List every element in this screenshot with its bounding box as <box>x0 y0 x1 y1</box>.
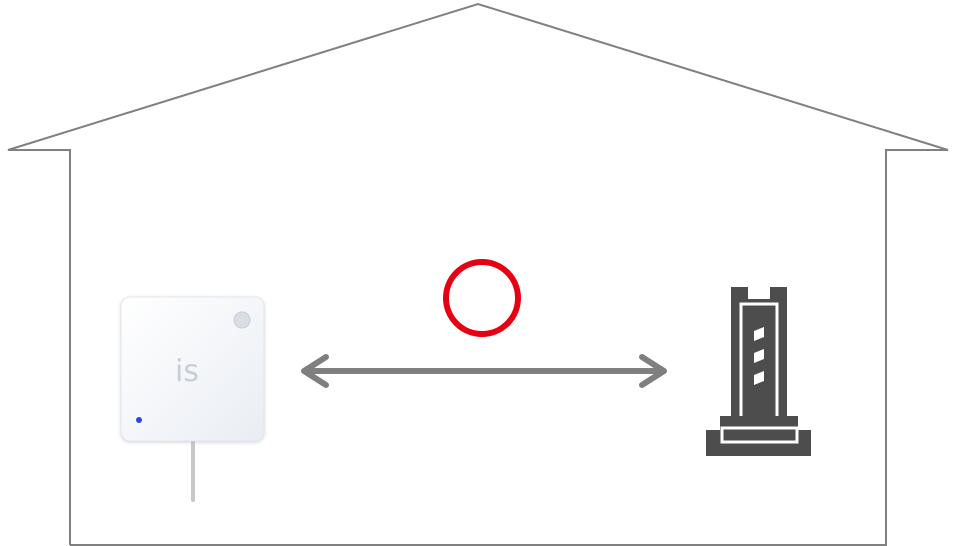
device-sensor-button <box>233 311 251 329</box>
device-body <box>120 296 265 442</box>
smart-remote-hub-icon: is <box>120 296 265 502</box>
double-arrow-icon <box>301 354 667 388</box>
device-logo: is <box>175 354 199 389</box>
device-status-led <box>136 417 142 423</box>
house-outline-icon <box>7 2 949 546</box>
ok-circle-icon <box>443 259 521 337</box>
wifi-router-icon <box>706 286 811 456</box>
